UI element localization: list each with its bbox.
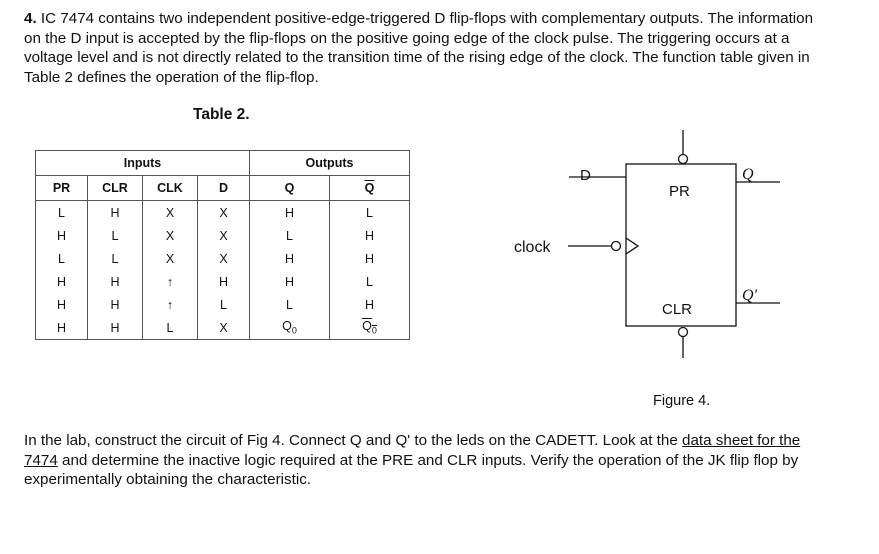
table-caption: Table 2.	[193, 106, 250, 123]
clr-bubble	[677, 326, 689, 338]
label-qprime: Q'	[742, 287, 758, 304]
label-pr: PR	[669, 183, 690, 200]
clock-bubble	[610, 240, 622, 252]
figure-caption: Figure 4.	[653, 393, 711, 409]
problem-number: 4.	[24, 10, 37, 27]
datasheet-link[interactable]: data sheet for the 7474	[24, 432, 801, 469]
lab-instructions: In the lab, construct the circuit of Fig…	[24, 432, 801, 488]
col-header-clk: CLK	[142, 175, 198, 201]
pr-bubble	[677, 153, 689, 165]
problem-statement: 4. IC 7474 contains two independent posi…	[24, 9, 814, 87]
col-header-q: Q	[249, 175, 330, 201]
col-header-qbar: Q	[329, 175, 410, 201]
col-header-pr: PR	[35, 175, 88, 201]
clock-triangle-icon	[625, 237, 640, 255]
flip-flop-box	[625, 163, 737, 327]
label-clr: CLR	[662, 301, 692, 318]
col-header-d: D	[197, 175, 250, 201]
inputs-header: Inputs	[35, 150, 250, 176]
label-q: Q	[742, 166, 754, 183]
hold-qbar: Q0	[329, 316, 410, 340]
problem-text: IC 7474 contains two independent positiv…	[24, 10, 814, 86]
col-header-clr: CLR	[87, 175, 143, 201]
label-d: D	[580, 167, 591, 184]
label-clock: clock	[514, 239, 551, 256]
outputs-header: Outputs	[249, 150, 410, 176]
